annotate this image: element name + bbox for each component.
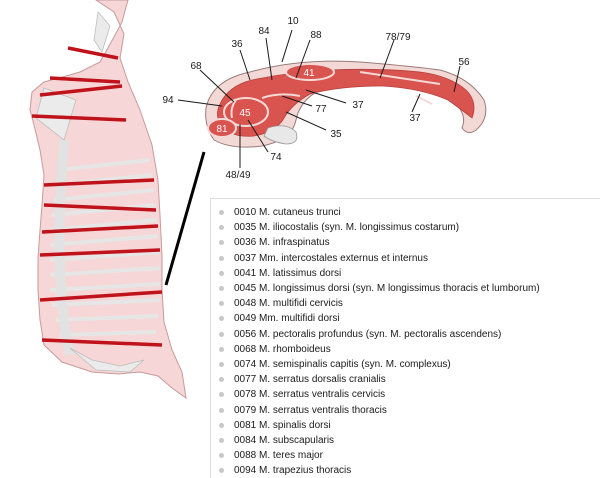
legend-item: 0078 M. serratus ventralis cervicis (219, 387, 600, 402)
legend-item-label: 0084 M. subscapularis (234, 434, 335, 446)
muscle-legend: 0010 M. cutaneus trunci 0035 M. iliocosta… (210, 198, 600, 478)
bullet-icon (219, 331, 224, 337)
muscle-81 (207, 118, 237, 138)
bullet-icon (219, 225, 224, 231)
label-10: 10 (287, 16, 299, 27)
bullet-icon (219, 240, 224, 246)
legend-item: 0088 M. teres major (219, 448, 600, 463)
legend-item-label: 0094 M. trapezius thoracis (234, 465, 352, 477)
legend-item: 0049 Mm. multifidi dorsi (219, 311, 600, 326)
legend-item-label: 0056 M. pectoralis profundus (syn. M. pe… (234, 328, 502, 340)
label-77: 77 (315, 104, 327, 115)
legend-item-label: 0088 M. teres major (234, 450, 323, 462)
leg-bone (93, 11, 111, 53)
label-94: 94 (162, 95, 174, 106)
legend-item: 0041 M. latissimus dorsi (219, 266, 600, 281)
rib-bone (263, 125, 298, 145)
legend-item-label: 0041 M. latissimus dorsi (234, 267, 342, 279)
legend-item-label: 0081 M. spinalis dorsi (234, 419, 331, 431)
legend-item-label: 0077 M. serratus dorsalis cranialis (234, 374, 386, 386)
label-37-lower: 37 (409, 113, 421, 124)
label-45: 45 (239, 108, 251, 119)
legend-item: 0048 M. multifidi cervicis (219, 296, 600, 311)
bullet-icon (219, 270, 224, 276)
legend-item: 0036 M. infraspinatus (219, 235, 600, 250)
legend-item: 0081 M. spinalis dorsi (219, 418, 600, 433)
legend-item-label: 0045 M. longissimus dorsi (syn. M longis… (234, 283, 540, 295)
legend-item-label: 0049 Mm. multifidi dorsi (234, 313, 340, 325)
legend-item: 0084 M. subscapularis (219, 433, 600, 448)
bullet-icon (219, 468, 224, 474)
label-41: 41 (303, 68, 315, 79)
legend-item-label: 0010 M. cutaneus trunci (234, 207, 341, 219)
muscle-number-labels: 10 36 84 88 78/79 56 68 41 94 45 77 37 8… (162, 16, 470, 181)
label-88: 88 (310, 30, 322, 41)
legend-item: 0077 M. serratus dorsalis cranialis (219, 372, 600, 387)
legend-item: 0056 M. pectoralis profundus (syn. M. pe… (219, 327, 600, 342)
legend-item-label: 0048 M. multifidi cervicis (234, 298, 343, 310)
label-37-upper: 37 (352, 100, 364, 111)
bullet-icon (219, 346, 224, 352)
legend-item: 0010 M. cutaneus trunci (219, 205, 600, 220)
legend-item: 0068 M. rhomboideus (219, 342, 600, 357)
cut-lines (31, 46, 163, 347)
label-84: 84 (258, 26, 270, 37)
label-36: 36 (231, 39, 243, 50)
legend-item-label: 0035 M. iliocostalis (syn. M. longissimu… (234, 222, 460, 234)
legend-item: 0037 Mm. intercostales externus et inter… (219, 251, 600, 266)
label-78-79: 78/79 (385, 32, 410, 43)
label-68: 68 (190, 61, 202, 72)
bullet-icon (219, 210, 224, 216)
legend-item: 0035 M. iliocostalis (syn. M. longissimu… (219, 220, 600, 235)
bullet-icon (219, 422, 224, 428)
legend-item-label: 0078 M. serratus ventralis cervicis (234, 389, 386, 401)
label-81: 81 (216, 124, 228, 135)
legend-item-label: 0068 M. rhomboideus (234, 343, 331, 355)
bullet-icon (219, 255, 224, 261)
bullet-icon (219, 316, 224, 322)
legend-list: 0010 M. cutaneus trunci 0035 M. iliocosta… (211, 199, 600, 478)
muscle-45 (223, 97, 269, 127)
cross-section (205, 60, 487, 148)
legend-item: 0074 M. semispinalis capitis (syn. M. co… (219, 357, 600, 372)
bullet-icon (219, 361, 224, 367)
legend-item: 0094 M. trapezius thoracis (219, 463, 600, 478)
legend-item-label: 0036 M. infraspinatus (234, 237, 330, 249)
label-56: 56 (458, 57, 470, 68)
scapula (35, 87, 77, 141)
label-74: 74 (270, 152, 282, 163)
sternum (69, 347, 145, 373)
label-48-49: 48/49 (225, 170, 250, 181)
legend-item-label: 0074 M. semispinalis capitis (syn. M. co… (234, 358, 451, 370)
ribs (49, 158, 161, 337)
bullet-icon (219, 301, 224, 307)
spine (54, 139, 75, 357)
muscle-41 (285, 63, 335, 81)
bullet-icon (219, 453, 224, 459)
bullet-icon (219, 407, 224, 413)
leader-lines (177, 29, 461, 168)
pointer-line (164, 151, 206, 286)
carcass-silhouette (29, 0, 187, 400)
legend-item: 0045 M. longissimus dorsi (syn. M longis… (219, 281, 600, 296)
legend-item-label: 0079 M. serratus ventralis thoracis (234, 404, 387, 416)
legend-item-label: 0037 Mm. intercostales externus et inter… (234, 252, 428, 264)
label-35: 35 (330, 129, 342, 140)
bullet-icon (219, 392, 224, 398)
bullet-icon (219, 377, 224, 383)
bullet-icon (219, 286, 224, 292)
legend-item: 0079 M. serratus ventralis thoracis (219, 402, 600, 417)
bullet-icon (219, 437, 224, 443)
